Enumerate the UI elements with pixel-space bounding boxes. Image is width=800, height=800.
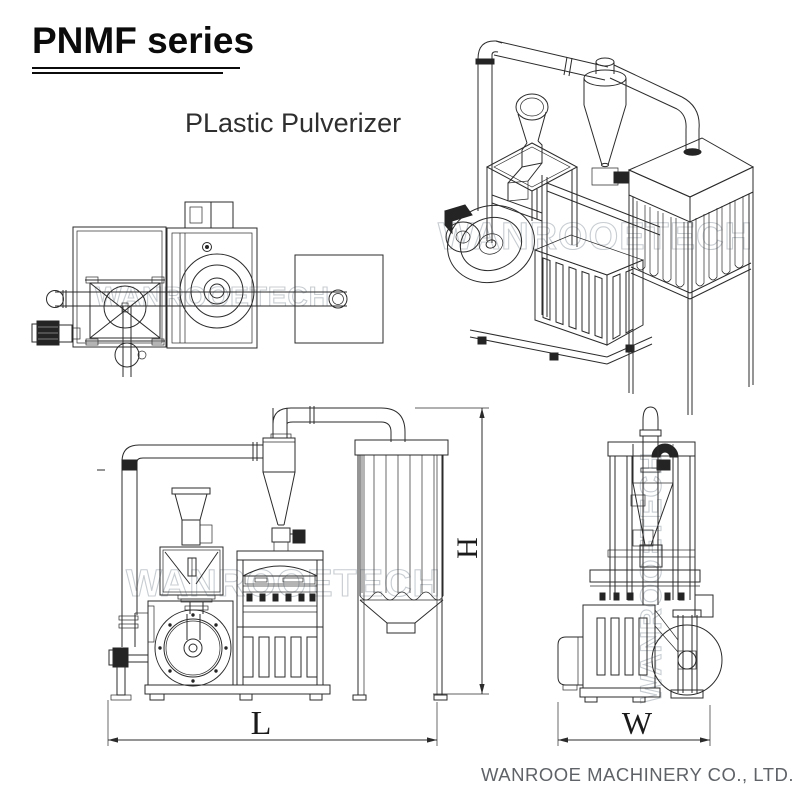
- length-label: L: [251, 705, 272, 742]
- stack-pipe: [475, 40, 503, 211]
- collection-box: [294, 254, 384, 344]
- screw-feeder: [85, 276, 165, 346]
- company-name: WANROOE MACHINERY CO., LTD.: [481, 764, 794, 785]
- front-blower: [108, 612, 148, 701]
- front-classifier: [236, 550, 324, 685]
- front-riser-pipe: [97, 442, 263, 615]
- title-underline-2: [32, 72, 223, 75]
- side-frame: [607, 441, 696, 600]
- page-title: PNMF series: [32, 20, 255, 61]
- iso-mill-disc: [447, 204, 535, 284]
- front-cyclone: [262, 408, 306, 552]
- front-top-pipe: [272, 406, 406, 442]
- front-hopper: [171, 487, 213, 546]
- side-view-drawing: W: [557, 406, 723, 746]
- front-feeder-box: [159, 546, 224, 614]
- mill-housing: [166, 227, 258, 349]
- discharge-pipe: [46, 289, 348, 309]
- front-view-drawing: H L: [97, 406, 489, 746]
- iso-cabinet: [534, 234, 644, 346]
- blower-outline: [114, 342, 140, 368]
- iso-hopper: [507, 93, 549, 202]
- side-classifier: [589, 569, 714, 618]
- side-blower: [651, 609, 723, 699]
- iso-cyclone: [583, 57, 629, 186]
- width-label: W: [622, 705, 653, 741]
- grinding-disc: [179, 253, 255, 329]
- iso-blower: [444, 204, 481, 253]
- side-motor: [557, 636, 583, 691]
- feeder-housing-outline: [72, 226, 167, 348]
- front-vent-cabinet: [236, 626, 324, 686]
- iso-frame: [485, 142, 661, 317]
- front-dust-collector: [352, 439, 449, 701]
- side-stack-pipe: [639, 406, 662, 442]
- front-base: [144, 684, 331, 701]
- isometric-view-drawing: [444, 40, 755, 415]
- length-dimension: [107, 700, 438, 746]
- motor-assembly: [31, 320, 81, 346]
- hopper-top-box: [184, 201, 234, 229]
- watermark-text-side-view: WANROOETECH: [635, 452, 668, 703]
- title-underline: [32, 67, 240, 70]
- height-dimension: [415, 407, 489, 695]
- side-vent-cabinet: [582, 604, 656, 689]
- watermark-text-isometric: WANROOETECH: [438, 216, 753, 258]
- side-cyclone: [630, 442, 679, 605]
- side-base: [579, 687, 661, 703]
- top-view-drawing: [31, 201, 384, 377]
- height-label: H: [451, 537, 484, 559]
- width-dimension: [557, 702, 711, 746]
- iso-dust-collector: [627, 137, 755, 415]
- page-subtitle: PLastic Pulverizer: [185, 108, 402, 138]
